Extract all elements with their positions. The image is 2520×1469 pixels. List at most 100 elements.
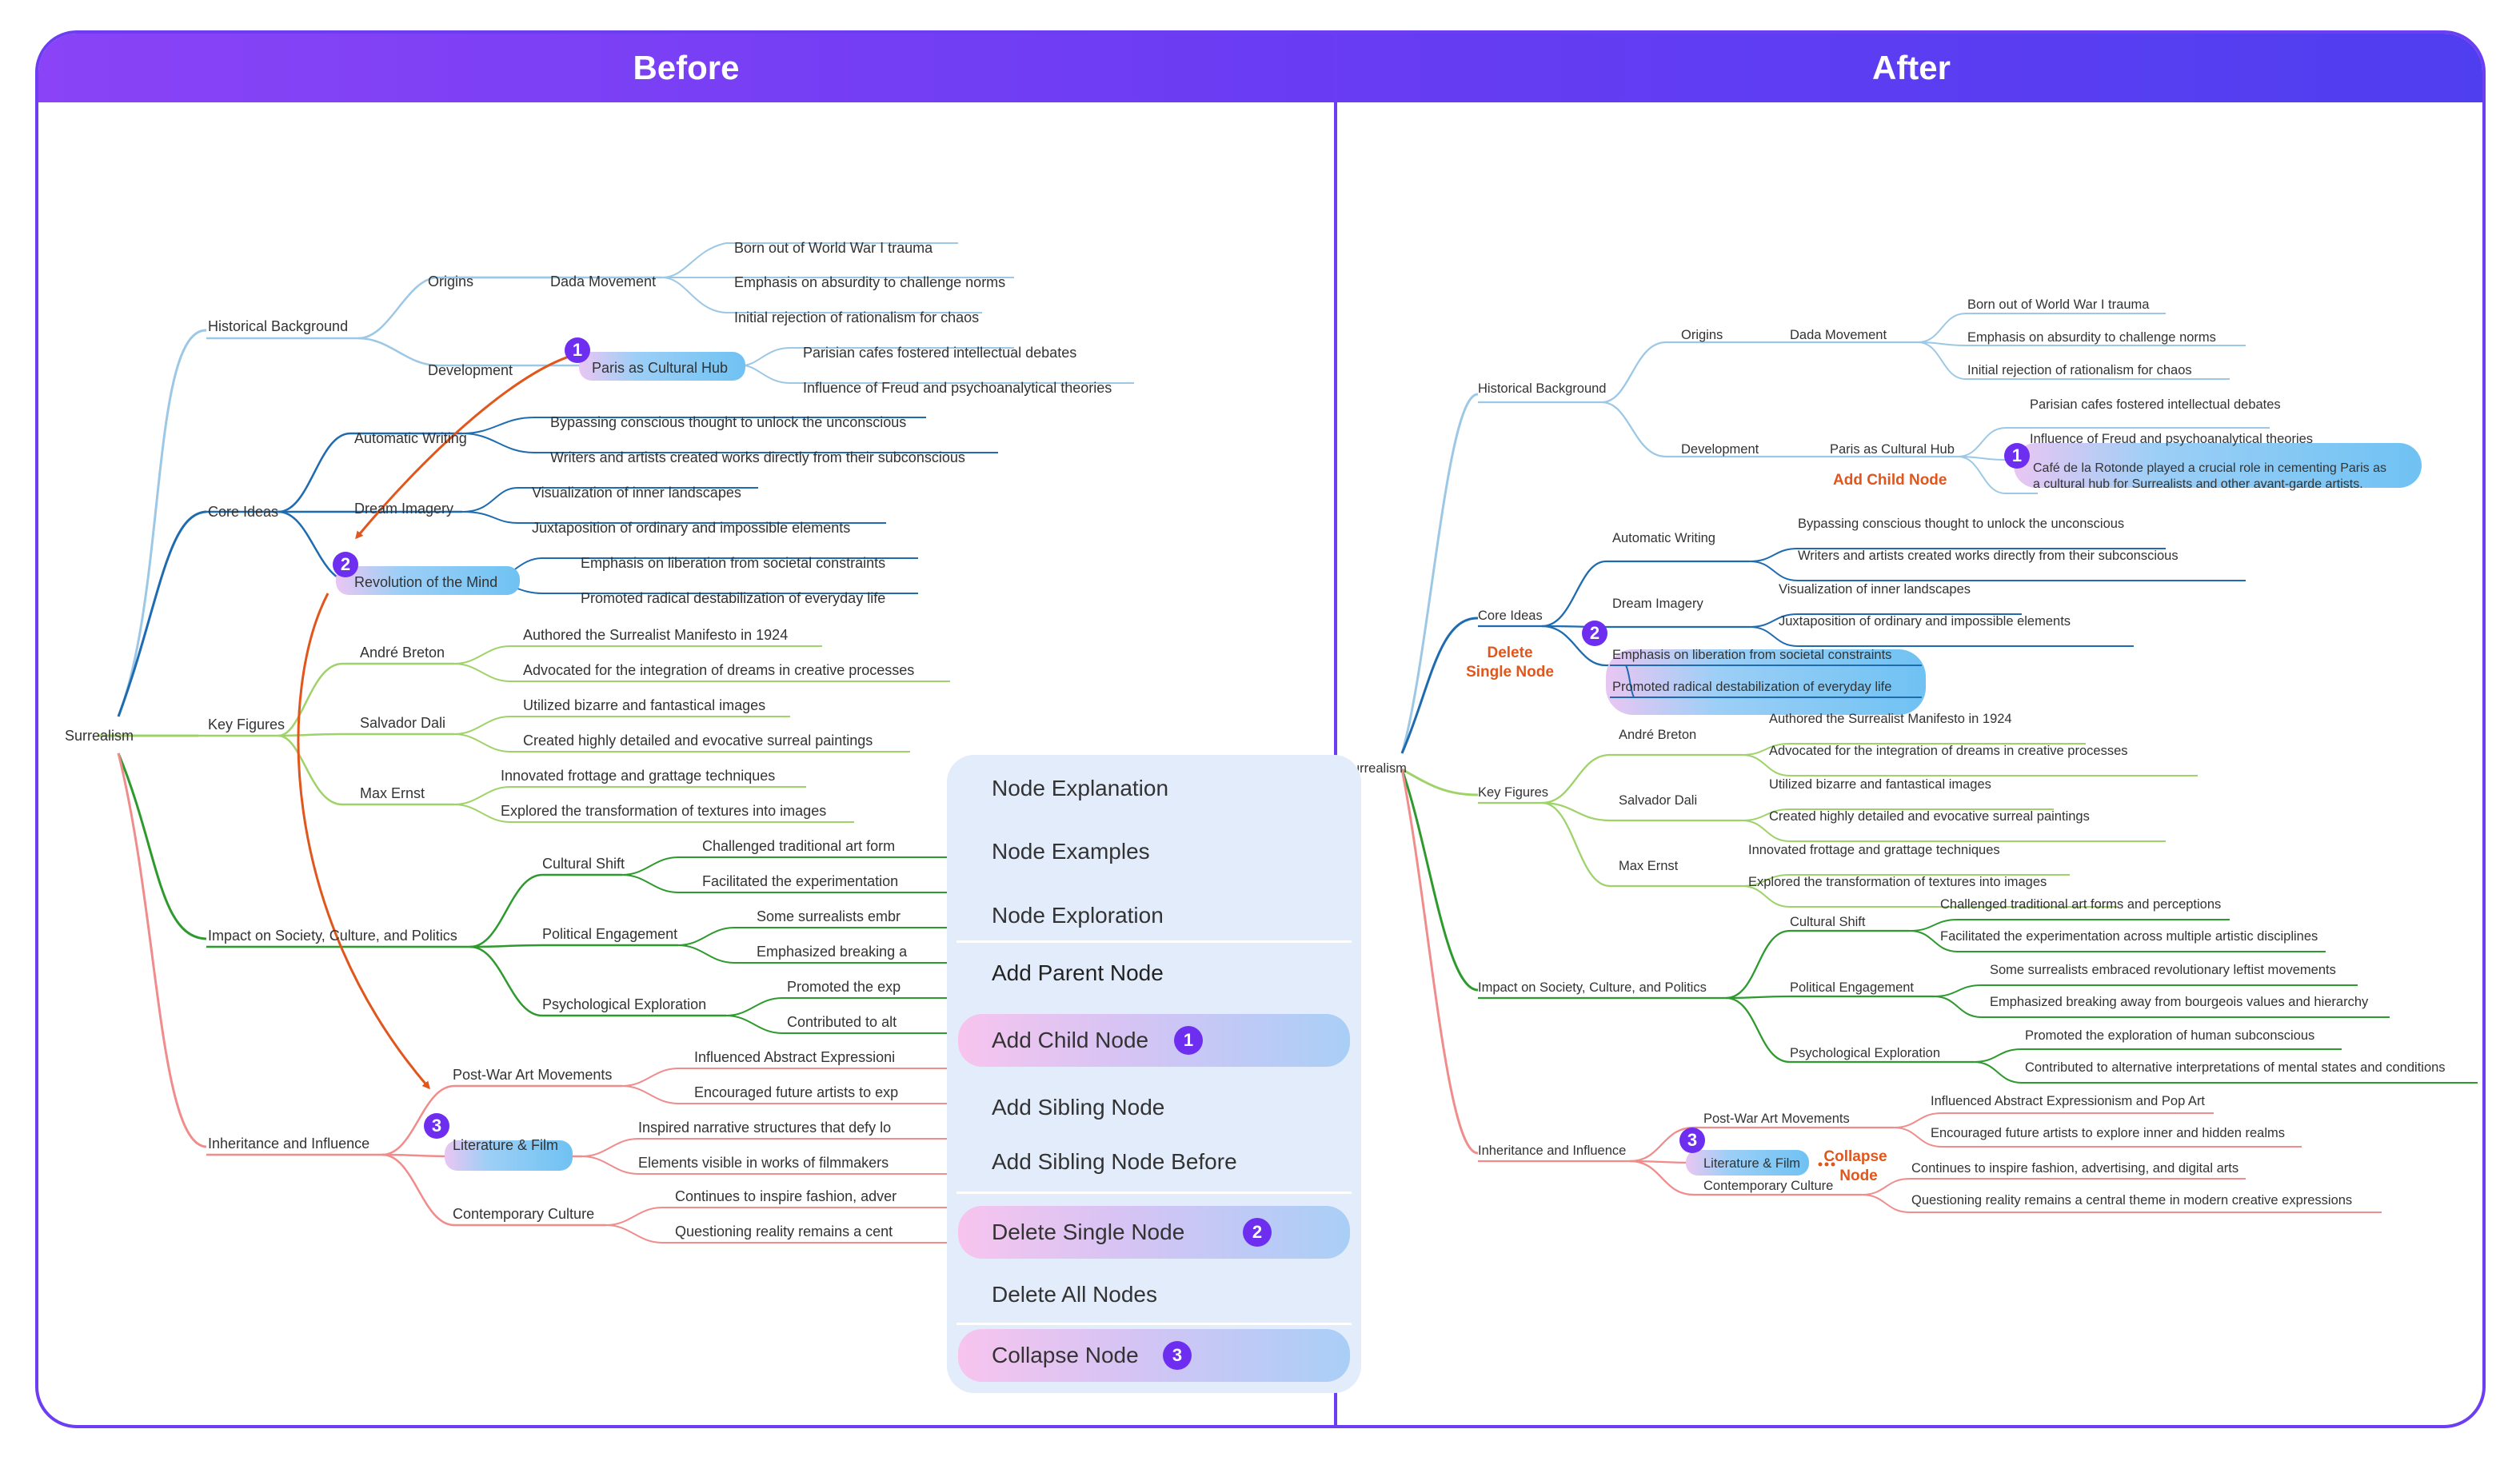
after-pe-1: Some surrealists embraced revolutionary … [1990, 963, 2336, 977]
after-dada: Dada Movement [1790, 328, 1887, 342]
before-aw-1: Bypassing conscious thought to unlock th… [550, 414, 906, 430]
after-literature: Literature & Film [1703, 1156, 1800, 1171]
before-ernst-1: Innovated frottage and grattage techniqu… [501, 768, 775, 784]
after-cultural: Cultural Shift [1790, 915, 1866, 929]
delete-note-line1: Delete [1487, 645, 1532, 661]
after-dada-3: Initial rejection of rationalism for cha… [1967, 363, 2192, 377]
after-dada-1: Born out of World War I trauma [1967, 297, 2150, 312]
menu-add-parent[interactable]: Add Parent Node [947, 945, 1361, 1001]
after-ernst-1: Innovated frottage and grattage techniqu… [1748, 843, 2000, 857]
menu-label: Add Sibling Node Before [992, 1149, 1237, 1174]
before-di-2: Juxtaposition of ordinary and impossible… [532, 520, 850, 536]
before-literature: Literature & Film [453, 1137, 558, 1153]
before-di-1: Visualization of inner landscapes [532, 485, 741, 501]
header-bar: Before After [38, 34, 2482, 102]
node-label: 2 [1590, 623, 1599, 643]
before-root: Surrealism [65, 728, 134, 744]
node-label: 3 [1687, 1130, 1697, 1150]
before-dada-2: Emphasis on absurdity to challenge norms [734, 274, 1005, 290]
menu-delete-single[interactable]: Delete Single Node 2 [958, 1206, 1350, 1259]
before-dali: Salvador Dali [360, 715, 445, 731]
menu-label: Delete All Nodes [992, 1282, 1158, 1307]
before-postwar: Post-War Art Movements [453, 1067, 612, 1083]
collapsed-node-highlight [1686, 1150, 1809, 1176]
menu-label: Add Sibling Node [992, 1095, 1165, 1120]
before-inheritance: Inheritance and Influence [208, 1136, 369, 1152]
after-cc-1: Continues to inspire fashion, advertisin… [1911, 1161, 2238, 1176]
node-label: 1 [573, 340, 582, 360]
after-contemporary: Contemporary Culture [1703, 1179, 1833, 1193]
panel-divider [1334, 34, 1337, 1425]
after-inheritance: Inheritance and Influence [1478, 1144, 1626, 1158]
menu-add-sibling[interactable]: Add Sibling Node [947, 1080, 1361, 1136]
before-rev-2: Promoted radical destabilization of ever… [581, 590, 885, 606]
after-aw-1: Bypassing conscious thought to unlock th… [1798, 517, 2124, 531]
before-cultural: Cultural Shift [542, 856, 625, 872]
node-label: 2 [341, 554, 350, 574]
menu-node-exploration[interactable]: Node Exploration [947, 888, 1361, 944]
before-mindmap: 1 2 3 Surrealism Historical Background O… [65, 240, 1134, 1243]
menu-delete-all[interactable]: Delete All Nodes [947, 1267, 1361, 1323]
after-paris-1: Parisian cafes fostered intellectual deb… [2030, 397, 2281, 412]
badge-2-icon: 2 [333, 552, 358, 577]
before-cc-2: Questioning reality remains a cent [675, 1224, 893, 1239]
menu-node-explanation[interactable]: Node Explanation [947, 760, 1361, 816]
before-origins: Origins [428, 273, 473, 289]
before-psych: Psychological Exploration [542, 996, 706, 1012]
before-lf-1: Inspired narrative structures that defy … [638, 1120, 891, 1136]
after-breton: André Breton [1619, 728, 1696, 742]
menu-add-sibling-before[interactable]: Add Sibling Node Before [947, 1134, 1361, 1190]
after-core: Core Ideas [1478, 609, 1543, 623]
comparison-frame: Before After [35, 30, 2486, 1428]
badge-2-icon: 2 [1243, 1218, 1272, 1247]
before-historical: Historical Background [208, 318, 348, 334]
before-key-figures: Key Figures [208, 717, 285, 733]
before-dali-1: Utilized bizarre and fantastical images [523, 697, 765, 713]
before-contemporary: Contemporary Culture [453, 1206, 594, 1222]
before-paris-1: Parisian cafes fostered intellectual deb… [803, 345, 1076, 361]
paris-hub-highlight [579, 352, 745, 381]
after-rev-1: Emphasis on liberation from societal con… [1612, 648, 1891, 662]
before-impact: Impact on Society, Culture, and Politics [208, 928, 457, 944]
after-automatic: Automatic Writing [1612, 531, 1715, 545]
after-origins: Origins [1681, 328, 1723, 342]
before-dada-3: Initial rejection of rationalism for cha… [734, 309, 979, 325]
before-dada: Dada Movement [550, 273, 656, 289]
before-rev-1: Emphasis on liberation from societal con… [581, 555, 885, 571]
after-badge-3-icon: 3 [1679, 1128, 1705, 1153]
after-cc-2: Questioning reality remains a central th… [1911, 1193, 2352, 1208]
after-ps-1: Promoted the exploration of human subcon… [2025, 1028, 2314, 1043]
badge-1-icon: 1 [565, 337, 590, 363]
badge-3-icon: 3 [424, 1113, 449, 1139]
after-dali: Salvador Dali [1619, 793, 1697, 808]
after-di-2: Juxtaposition of ordinary and impossible… [1779, 614, 2071, 629]
before-development: Development [428, 362, 513, 378]
node-label: 1 [2012, 445, 2022, 465]
before-dali-2: Created highly detailed and evocative su… [523, 733, 873, 748]
menu-add-child[interactable]: Add Child Node 1 [958, 1014, 1350, 1067]
menu-collapse[interactable]: Collapse Node 3 [958, 1329, 1350, 1382]
menu-label: Add Child Node [992, 1028, 1149, 1052]
before-pe-2: Emphasized breaking a [757, 944, 908, 960]
before-cs-2: Facilitated the experimentation [702, 873, 898, 889]
after-key-figures: Key Figures [1478, 785, 1548, 800]
after-pw-1: Influenced Abstract Expressionism and Po… [1931, 1094, 2205, 1108]
before-breton-2: Advocated for the integration of dreams … [523, 662, 914, 678]
before-breton: André Breton [360, 645, 445, 661]
arrow-2 [297, 593, 430, 1090]
before-pw-1: Influenced Abstract Expressioni [694, 1049, 895, 1065]
before-ernst: Max Ernst [360, 785, 425, 801]
menu-node-examples[interactable]: Node Examples [947, 824, 1361, 880]
after-pe-2: Emphasized breaking away from bourgeois … [1990, 995, 2369, 1009]
before-ps-2: Contributed to alt [787, 1014, 897, 1030]
menu-separator [956, 940, 1352, 943]
after-historical: Historical Background [1478, 381, 1607, 396]
menu-separator [956, 1192, 1352, 1194]
after-badge-1-icon: 1 [2004, 443, 2030, 469]
before-core: Core Ideas [208, 504, 278, 520]
before-ps-1: Promoted the exp [787, 979, 901, 995]
after-development: Development [1681, 442, 1759, 457]
collapse-note-line2: Node [1839, 1168, 1878, 1184]
after-breton-1: Authored the Surrealist Manifesto in 192… [1769, 712, 2012, 726]
after-pw-2: Encouraged future artists to explore inn… [1931, 1126, 2285, 1140]
